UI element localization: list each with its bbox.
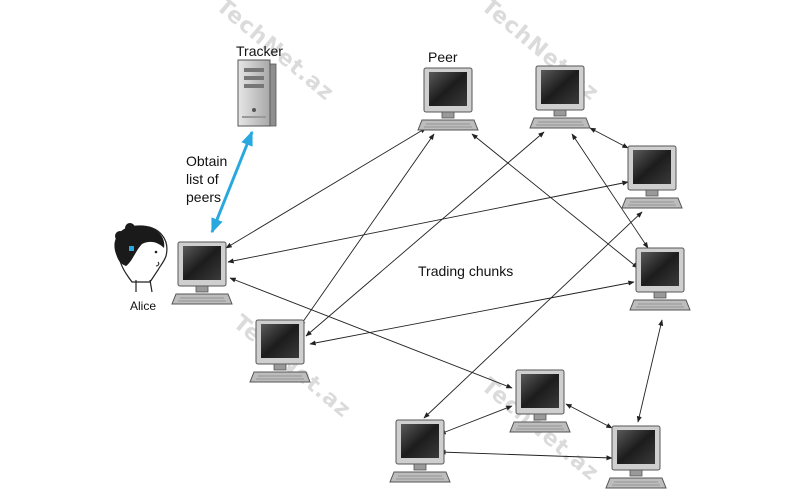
link-alice-peer3: [227, 180, 629, 264]
obtain-list-label-line1: Obtain: [186, 153, 227, 169]
link-peer4-peer5: [636, 319, 664, 423]
peer-computer: [417, 67, 479, 131]
tracker-label: Tracker: [236, 43, 283, 59]
link-peer1-peer6: [299, 133, 435, 327]
trading-chunks-label: Trading chunks: [418, 263, 513, 279]
link-peer7-peer8: [439, 405, 513, 435]
link-peer1-peer4: [471, 133, 639, 269]
peer-computer: [629, 247, 691, 311]
peer-computer: [509, 369, 571, 433]
alice-label: Alice: [130, 299, 156, 313]
link-peer7-peer5: [565, 403, 613, 429]
alice-computer: [171, 241, 233, 305]
alice-person-icon: [114, 223, 168, 293]
peer-computer: [529, 65, 591, 129]
obtain-list-label-line3: peers: [186, 189, 221, 205]
peer-computer: [389, 419, 451, 483]
link-peer4-peer6: [309, 280, 635, 346]
peer-computer: [621, 145, 683, 209]
obtain-list-label-line2: list of: [186, 171, 219, 187]
tracker-server: [237, 59, 277, 127]
peer-links: [225, 127, 664, 461]
link-peer8-peer5: [439, 449, 613, 461]
peer-computer: [249, 319, 311, 383]
peer-label: Peer: [428, 49, 458, 65]
link-peer2-peer6: [305, 131, 545, 337]
link-peer2-peer3: [589, 127, 629, 149]
peer-computer: [605, 425, 667, 489]
